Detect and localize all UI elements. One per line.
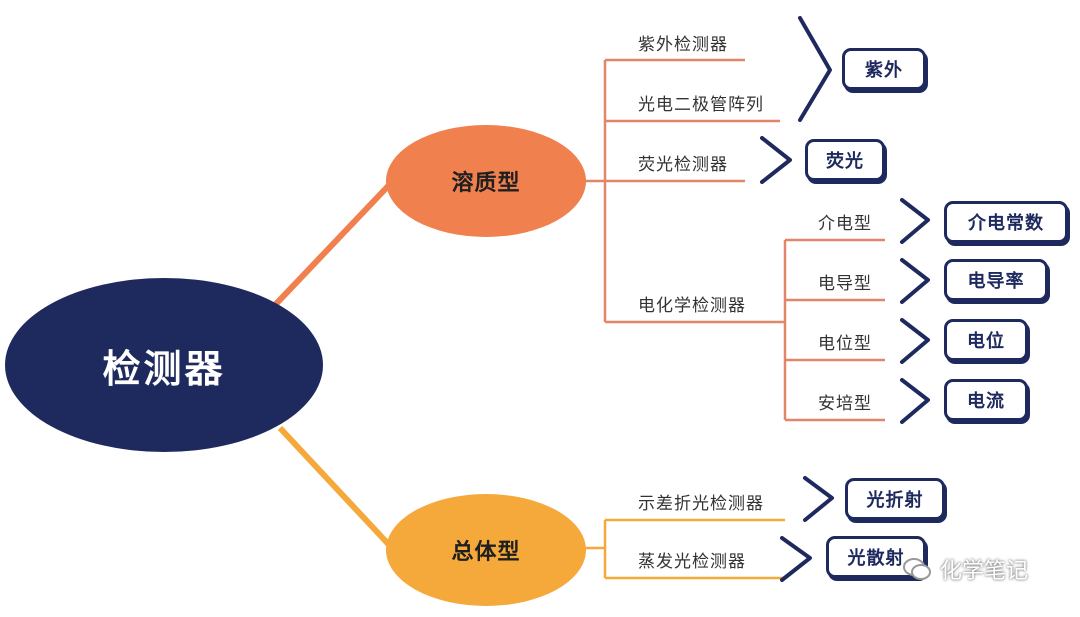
principle-potential-box: 电位 bbox=[944, 319, 1028, 361]
echem-conductometric-label: 电导型 bbox=[818, 274, 872, 294]
chevron-conductivity bbox=[900, 258, 930, 304]
category-bulk: 总体型 bbox=[386, 494, 586, 606]
principle-fluorescence-box: 荧光 bbox=[805, 139, 885, 181]
principle-uv-box: 紫外 bbox=[842, 48, 926, 90]
root-node: 检测器 bbox=[5, 278, 323, 452]
chevron-current bbox=[900, 378, 930, 424]
echem-amperometric-label: 安培型 bbox=[818, 394, 872, 414]
category-solute: 溶质型 bbox=[386, 125, 586, 237]
connector-root-solute bbox=[272, 179, 395, 308]
wechat-icon bbox=[902, 557, 932, 581]
principle-refraction-box: 光折射 bbox=[845, 478, 945, 520]
principle-scattering-box: 光散射 bbox=[826, 536, 926, 578]
detector-elsd-label: 蒸发光检测器 bbox=[638, 552, 746, 572]
principle-conductivity-box: 电导率 bbox=[944, 259, 1048, 301]
connector-root-bulk bbox=[277, 425, 395, 551]
chevron-scattering bbox=[780, 536, 812, 582]
chevron-dielectric bbox=[900, 198, 930, 244]
detector-electrochemical-label: 电化学检测器 bbox=[638, 296, 746, 316]
echem-potentiometric-label: 电位型 bbox=[818, 334, 872, 354]
chevron-refraction bbox=[803, 476, 834, 522]
detector-uv-label: 紫外检测器 bbox=[638, 35, 728, 55]
chevron-uv-pda bbox=[798, 16, 832, 122]
echem-dielectric-label: 介电型 bbox=[818, 214, 872, 234]
principle-dielectric-box: 介电常数 bbox=[944, 201, 1068, 243]
principle-current-box: 电流 bbox=[944, 379, 1028, 421]
chevron-fluorescence bbox=[760, 136, 792, 184]
detector-pda-label: 光电二极管阵列 bbox=[638, 95, 764, 115]
chevron-potential bbox=[900, 318, 930, 364]
watermark: 化学笔记 bbox=[902, 553, 1028, 585]
detector-refractive-label: 示差折光检测器 bbox=[638, 494, 764, 514]
watermark-text: 化学笔记 bbox=[940, 559, 1029, 584]
detector-fluorescence-label: 荧光检测器 bbox=[638, 155, 728, 175]
